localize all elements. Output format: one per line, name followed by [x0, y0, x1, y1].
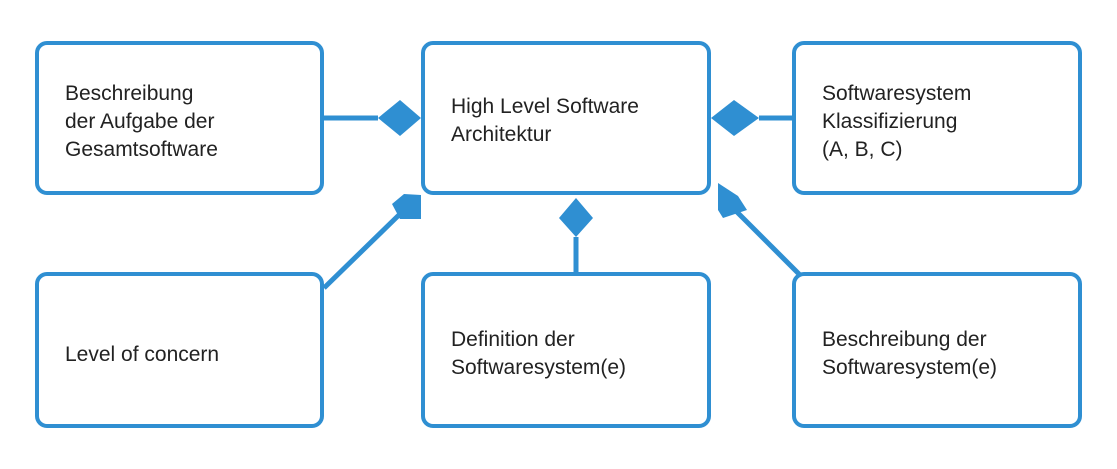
text-line: der Aufgabe der [65, 110, 215, 133]
system-definition-box: Definition der Softwaresystem(e) [421, 272, 711, 428]
composition-diamond-left [378, 100, 421, 136]
level-of-concern-box: Level of concern [35, 272, 324, 428]
composition-diamond-right [711, 100, 759, 136]
composition-diamond-lower-right [718, 183, 747, 218]
composition-diamond-bottom [559, 198, 593, 237]
high-level-architecture-text: High Level Software Architektur [451, 93, 689, 149]
system-description-text: Beschreibung der Softwaresystem(e) [822, 326, 1060, 382]
text-line: Softwaresystem [822, 82, 972, 105]
text-line: Level of concern [65, 343, 220, 366]
system-classification-text: Softwaresystem Klassifizierung (A, B, C) [822, 80, 1060, 164]
system-description-box: Beschreibung der Softwaresystem(e) [792, 272, 1082, 428]
text-line: Beschreibung der [822, 328, 987, 351]
connector-level-of-concern [322, 210, 404, 290]
text-line: Klassifizierung [822, 110, 958, 133]
text-line: Definition der [451, 328, 575, 351]
connector-system-description [733, 208, 802, 277]
text-line: Softwaresystem(e) [822, 356, 998, 379]
composition-diamond-lower-left [392, 194, 421, 219]
text-line: Beschreibung [65, 82, 194, 105]
system-classification-box: Softwaresystem Klassifizierung (A, B, C) [792, 41, 1082, 195]
task-description-text: Beschreibung der Aufgabe der Gesamtsoftw… [65, 80, 302, 164]
text-line: Gesamtsoftware [65, 138, 218, 161]
system-definition-text: Definition der Softwaresystem(e) [451, 326, 689, 382]
text-line: High Level Software [451, 95, 639, 118]
level-of-concern-text: Level of concern [65, 341, 302, 369]
text-line: (A, B, C) [822, 138, 903, 161]
text-line: Architektur [451, 123, 552, 146]
high-level-architecture-box: High Level Software Architektur [421, 41, 711, 195]
text-line: Softwaresystem(e) [451, 356, 627, 379]
task-description-box: Beschreibung der Aufgabe der Gesamtsoftw… [35, 41, 324, 195]
